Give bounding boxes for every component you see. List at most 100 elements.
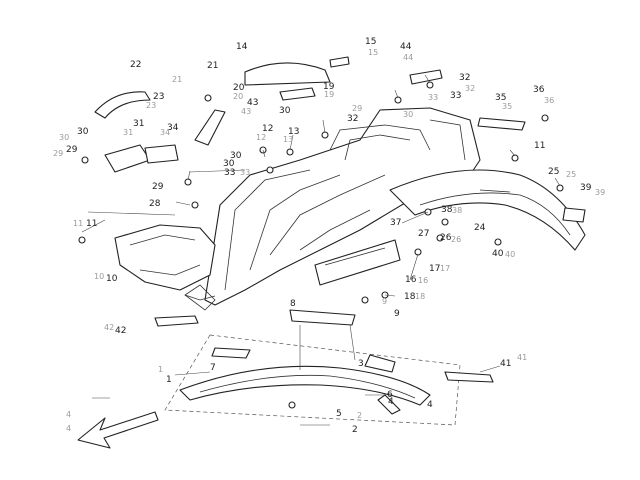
ghost-label: 33 [240,168,250,177]
clip-15 [329,56,350,68]
ghost-label: 2 [357,411,362,420]
callout-24: 24 [474,223,486,233]
callout-9: 9 [394,309,400,319]
ghost-label: 9 [382,297,387,306]
side-panel-16 [314,239,401,286]
ghost-label: 39 [595,188,605,197]
callout-20: 20 [233,83,245,93]
callout-32b: 32 [347,114,358,124]
ghost-label: 10 [94,272,104,281]
callout-28: 28 [149,199,161,209]
callout-3: 3 [358,359,364,369]
callout-4b: 4 [388,397,394,407]
ghost-label: 41 [517,353,527,362]
bracket-20 [194,109,226,146]
callout-22: 22 [130,60,141,70]
callout-42: 42 [115,326,126,336]
callout-21: 21 [207,61,218,71]
grab-handle-22 [94,91,151,119]
reflector-39 [562,207,586,223]
ghost-label: 26 [451,235,461,244]
callout-30d: 30 [279,106,291,116]
callout-10: 10 [106,274,118,284]
ghost-label: 44 [403,53,413,62]
ghost-label: 29 [352,104,362,113]
callout-16: 16 [405,275,417,285]
callout-43: 43 [247,98,258,108]
damper-35 [477,117,526,131]
callout-13: 13 [288,127,299,137]
ghost-label: 32 [465,84,475,93]
callout-11b: 11 [534,141,545,151]
callout-30a: 30 [77,127,89,137]
ghost-label: 30 [403,110,413,119]
ghost-label: 16 [418,276,428,285]
front-arrow-icon [77,397,159,449]
callout-labels: 1 2 3 4 4 5 6 7 8 9 10 11 11 12 13 14 15… [66,37,592,435]
ghost-label: 1 [158,365,163,374]
callout-40: 40 [492,249,504,259]
callout-27: 27 [418,229,429,239]
callout-11a: 11 [86,219,97,229]
callout-18: 18 [404,292,416,302]
callout-33b: 33 [450,91,461,101]
callout-26: 26 [440,233,452,243]
ghost-label: 23 [146,101,156,110]
callout-35: 35 [495,93,506,103]
callout-17: 17 [429,264,440,274]
callout-25: 25 [548,167,559,177]
front-fender-assembly [164,309,461,426]
callout-29b: 29 [152,182,164,192]
callout-30c: 30 [223,159,235,169]
callout-1: 1 [166,375,172,385]
rear-frame-body [184,107,481,311]
seat-pad-14 [244,62,331,86]
callout-6: 6 [387,390,393,400]
ghost-label: 29 [53,149,63,158]
callout-12: 12 [262,124,273,134]
holder-19 [279,87,316,101]
callout-15: 15 [365,37,376,47]
ghost-label: 4 [66,410,71,419]
stay-41 [444,371,494,383]
ghost-label: 31 [123,128,133,137]
callout-38: 38 [441,205,453,215]
ghost-label: 12 [256,133,266,142]
callout-2: 2 [352,425,358,435]
ghost-label: 30 [59,133,69,142]
callout-7: 7 [210,363,216,373]
ghost-label: 19 [324,90,334,99]
callout-33a: 33 [224,168,235,178]
ghost-label: 13 [283,135,293,144]
callout-41: 41 [500,359,511,369]
callout-32a: 32 [459,73,470,83]
callout-34: 34 [167,123,179,133]
ghost-label: 15 [368,48,378,57]
ghost-label: 40 [505,250,515,259]
cover-34 [144,144,179,164]
callout-36: 36 [533,85,545,95]
ghost-label: 21 [172,75,182,84]
ghost-label: 4 [66,424,71,433]
ghost-label: 36 [544,96,554,105]
callout-14: 14 [236,42,248,52]
ghost-label: 18 [415,292,425,301]
callout-5: 5 [336,409,342,419]
ghost-label: 11 [73,219,83,228]
ghost-label: 34 [160,128,170,137]
callout-29a: 29 [66,145,78,155]
ghost-label: 17 [440,264,450,273]
front-cowl-housing [114,224,216,301]
ghost-labels: 15 44 23 34 19 20 21 43 30 29 32 33 35 3… [53,48,605,433]
leader-lines [81,74,561,426]
ghost-label: 33 [428,93,438,102]
ghost-label: 35 [502,102,512,111]
callout-23: 23 [153,92,164,102]
ghost-label: 25 [566,170,576,179]
callout-19: 19 [323,82,335,92]
ghost-label: 43 [241,107,251,116]
callout-4: 4 [427,400,433,410]
ghost-label: 42 [104,323,114,332]
fasteners [78,81,564,409]
